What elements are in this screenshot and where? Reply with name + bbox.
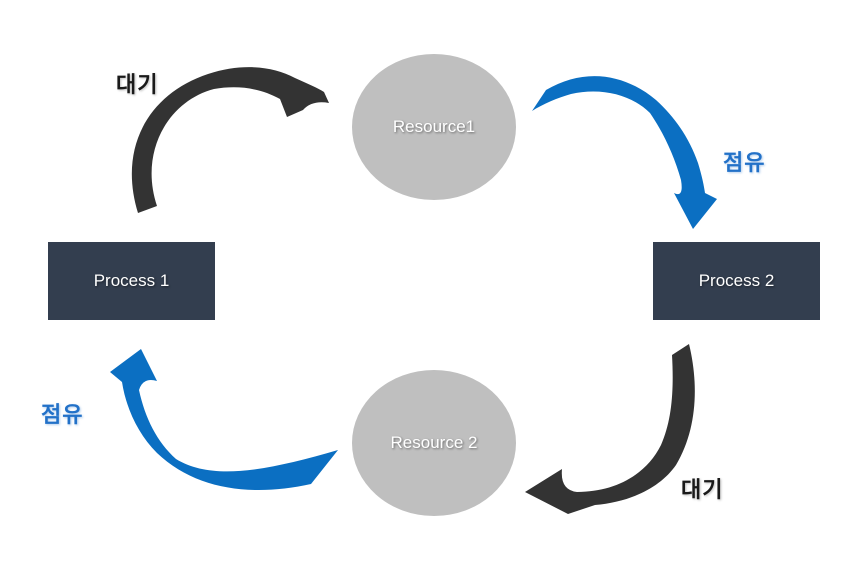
arrow-hold-resource2-to-process1	[110, 349, 338, 491]
node-resource2-label: Resource 2	[390, 433, 478, 452]
node-resource1-label: Resource1	[392, 117, 476, 136]
node-process2-label: Process 2	[698, 271, 775, 290]
arrow-wait-process1-to-resource1	[131, 67, 329, 213]
arrow-hold-resource1-to-process2	[532, 76, 717, 229]
node-process1-label: Process 1	[93, 271, 170, 290]
edge-label-wait-bottom-right: 대기	[681, 477, 724, 502]
node-resource1: Resource1	[352, 54, 516, 200]
node-resource2: Resource 2	[352, 370, 516, 516]
node-process2: Process 2	[653, 242, 820, 320]
arrow-wait-process2-to-resource2	[525, 344, 695, 514]
edge-label-hold-bottom-left: 점유	[41, 402, 84, 427]
node-process1: Process 1	[48, 242, 215, 320]
edge-label-wait-top-left: 대기	[116, 72, 159, 97]
edge-label-hold-top-right: 점유	[723, 150, 766, 175]
